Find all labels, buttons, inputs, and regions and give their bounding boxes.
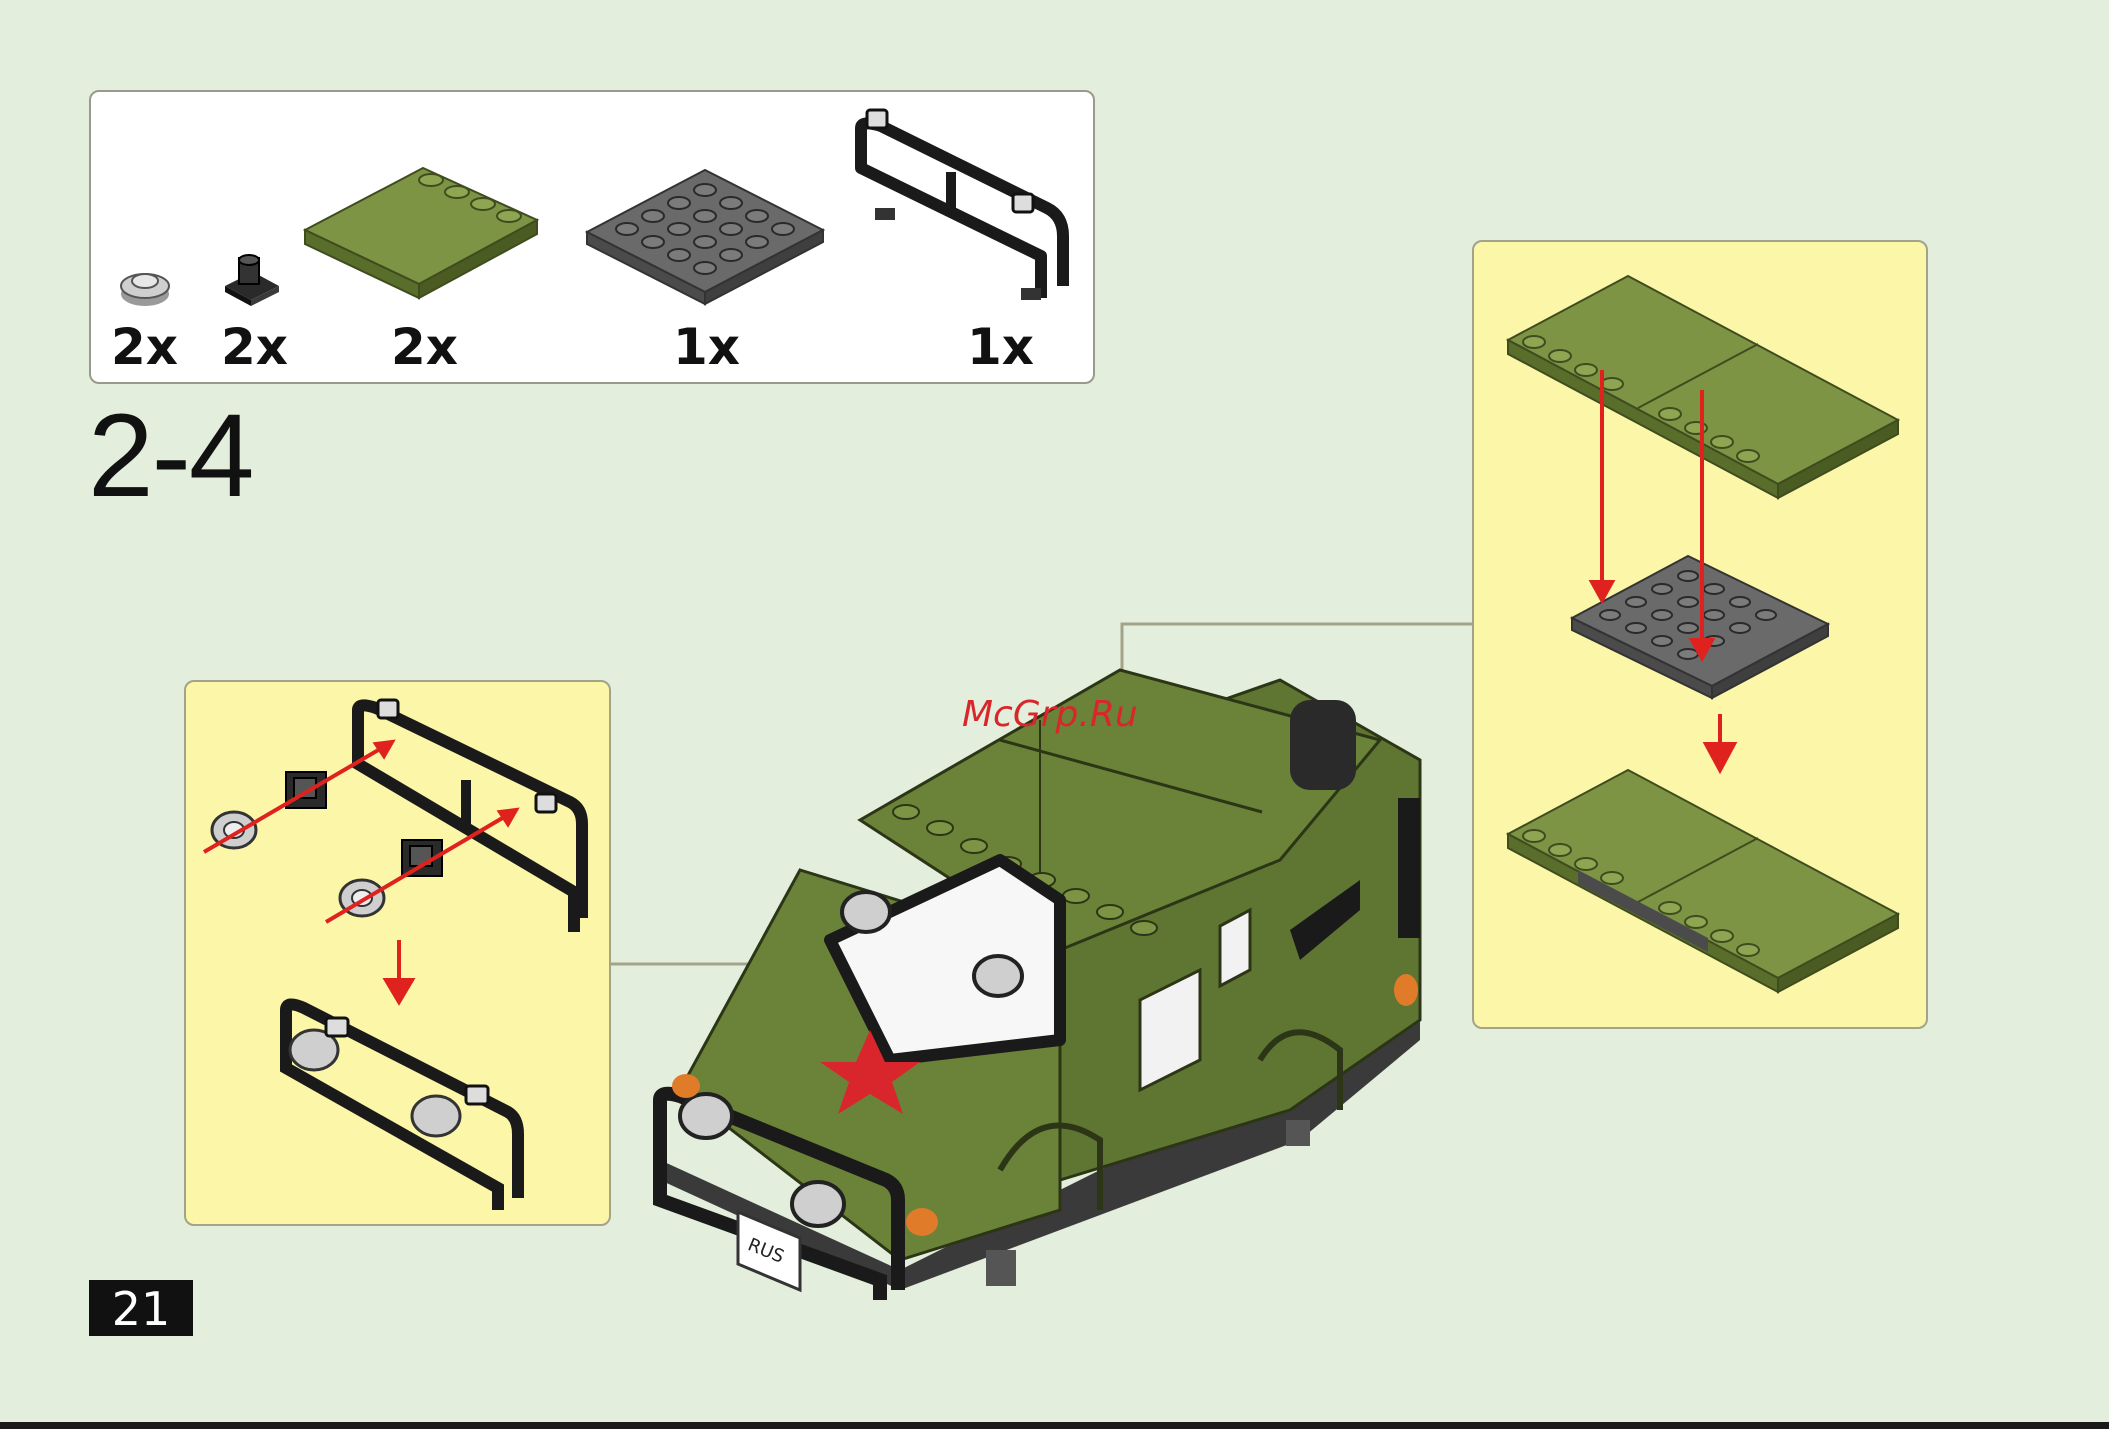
watermark: McGrp.Ru	[962, 694, 1138, 735]
page-number: 21	[89, 1280, 193, 1336]
bottom-bar	[0, 1422, 2109, 1429]
